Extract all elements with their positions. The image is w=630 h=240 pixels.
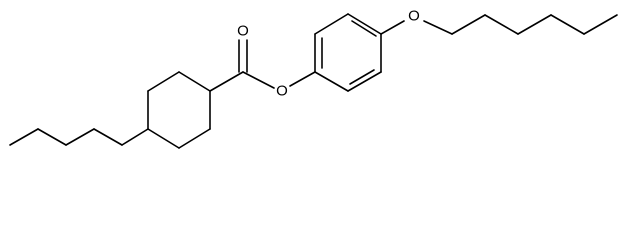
bond: [9, 128, 39, 146]
bond: [147, 128, 180, 149]
ester-group: [209, 39, 316, 92]
atom-labels: O O O: [237, 8, 420, 100]
butyl-chain: [9, 128, 149, 146]
bond: [37, 128, 67, 146]
bond: [347, 71, 382, 92]
bond: [209, 71, 244, 92]
bond: [289, 71, 316, 87]
bond: [314, 13, 349, 35]
bond: [484, 14, 519, 35]
bond: [121, 128, 149, 146]
bond: [178, 128, 211, 149]
bond: [314, 71, 349, 92]
cyclohexane-ring: [147, 71, 211, 149]
bond: [550, 14, 585, 35]
chemical-structure: O O O: [9, 8, 618, 149]
bond: [423, 20, 453, 35]
aromatic-inner-bond: [349, 69, 375, 85]
bond: [451, 14, 486, 35]
bond: [242, 71, 275, 89]
aromatic-inner-bond: [351, 20, 377, 37]
bond: [347, 13, 382, 35]
ester-oxygen-label: O: [276, 83, 288, 100]
bond: [93, 128, 123, 146]
bond: [65, 128, 95, 146]
bond: [380, 20, 405, 35]
ether-oxygen-label: O: [408, 8, 420, 25]
hexyloxy-chain: [380, 14, 618, 35]
benzene-ring: [314, 13, 382, 92]
bond: [147, 71, 180, 92]
bond: [517, 14, 552, 35]
bond: [583, 14, 618, 35]
bond: [178, 71, 211, 92]
carbonyl-oxygen-label: O: [237, 23, 249, 40]
structure-canvas: O O O: [9, 8, 618, 149]
